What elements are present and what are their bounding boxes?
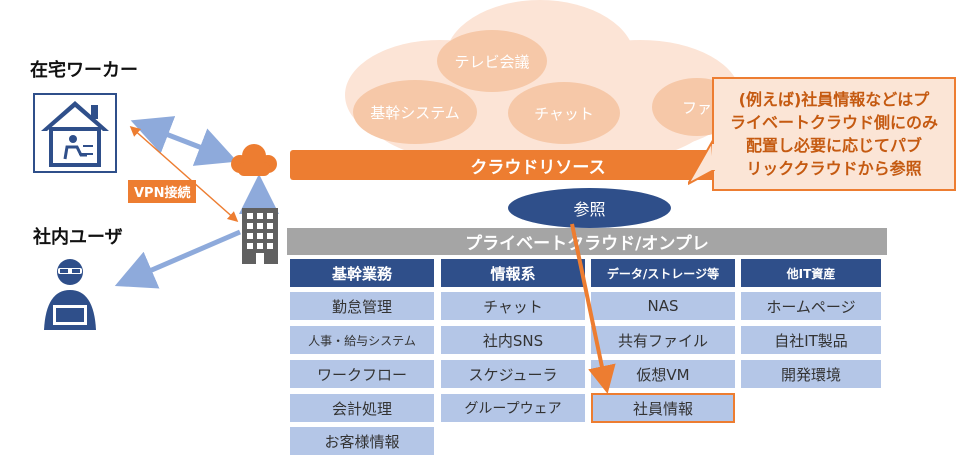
arrow-home-to-cloud bbox=[130, 116, 238, 166]
cloud-bubble-tv-conference: テレビ会議 bbox=[437, 30, 547, 92]
cell-internal-sns: 社内SNS bbox=[441, 326, 585, 354]
callout-line: ライベートクラウド側にのみ bbox=[729, 112, 938, 132]
vpn-label-text: VPN接続 bbox=[134, 186, 191, 201]
cell-attendance: 勤怠管理 bbox=[290, 292, 434, 320]
cell-nas: NAS bbox=[591, 292, 735, 320]
reference-label: 参照 bbox=[573, 200, 606, 219]
cell-hr-payroll: 人事・給与システム bbox=[290, 326, 434, 354]
private-cloud-label: プライベートクラウド/オンプレ bbox=[465, 234, 709, 254]
cloud-bubble-chat: チャット bbox=[508, 82, 620, 144]
office-user-icon bbox=[44, 259, 96, 330]
callout-line: 配置し必要に応じてパブ bbox=[745, 136, 922, 155]
cloud-bubble-core-system: 基幹システム bbox=[353, 80, 477, 144]
home-worker-house-icon bbox=[33, 93, 117, 173]
office-user-label: 社内ユーザ bbox=[33, 227, 123, 248]
cell-shared-file: 共有ファイル bbox=[591, 326, 735, 354]
explanation-callout: (例えば)社員情報などはプ ライベートクラウド側にのみ 配置し必要に応じてパブ … bbox=[712, 77, 956, 191]
column-header-core-business: 基幹業務 bbox=[290, 259, 434, 287]
cell-homepage: ホームページ bbox=[741, 292, 881, 320]
cloud-icon bbox=[231, 144, 277, 176]
cell-dev-environment: 開発環境 bbox=[741, 360, 881, 388]
arrow-reference-to-employee-info bbox=[570, 223, 616, 394]
cell-customer-info: お客様情報 bbox=[290, 427, 434, 455]
column-header-other-it: 他IT資産 bbox=[741, 259, 881, 287]
cell-own-it-products: 自社IT製品 bbox=[741, 326, 881, 354]
vpn-label: VPN接続 bbox=[128, 180, 197, 203]
cell-scheduler: スケジューラ bbox=[441, 360, 585, 388]
cloud-resource-label: クラウドリソース bbox=[470, 157, 606, 178]
column-header-information: 情報系 bbox=[441, 259, 585, 287]
callout-pointer bbox=[688, 140, 718, 186]
home-worker-label: 在宅ワーカー bbox=[30, 60, 138, 81]
callout-line: リッククラウドから参照 bbox=[746, 159, 922, 179]
reference-oval: 参照 bbox=[508, 188, 671, 228]
cell-workflow: ワークフロー bbox=[290, 360, 434, 388]
cell-groupware: グループウェア bbox=[441, 394, 585, 422]
cell-chat: チャット bbox=[441, 292, 585, 320]
cloud-resource-bar: クラウドリソース bbox=[290, 150, 716, 180]
cell-employee-info: 社員情報 bbox=[591, 393, 735, 423]
private-cloud-bar: プライベートクラウド/オンプレ bbox=[287, 228, 887, 255]
office-building-icon bbox=[242, 208, 278, 264]
arrow-user-to-building bbox=[114, 229, 241, 289]
cell-accounting: 会計処理 bbox=[290, 394, 434, 422]
callout-line: (例えば)社員情報などはプ bbox=[738, 89, 930, 109]
vpn-line bbox=[129, 126, 239, 222]
column-header-data-storage: データ/ストレージ等 bbox=[591, 259, 735, 287]
